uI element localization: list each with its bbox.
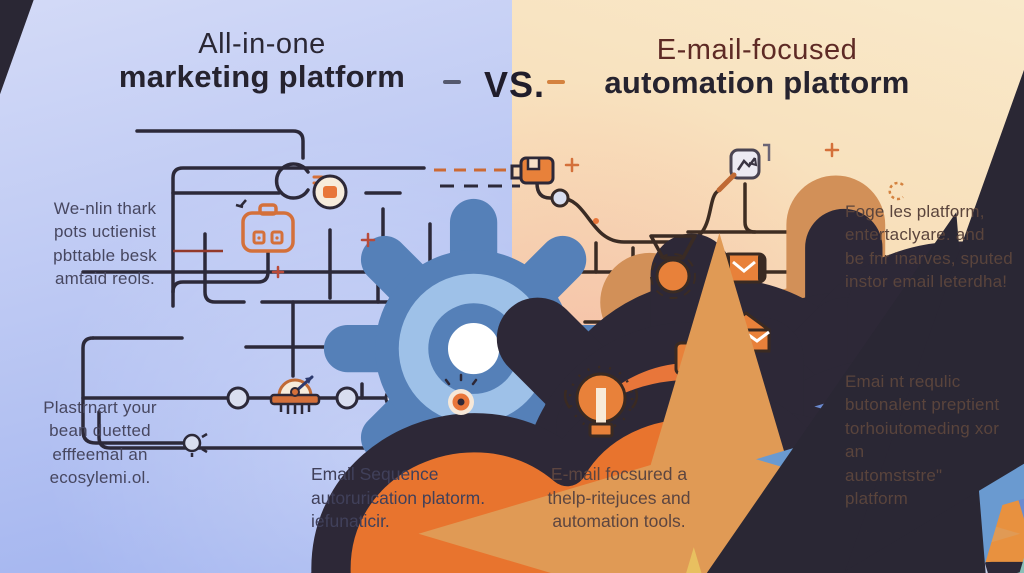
vs-label: VS. <box>484 64 546 105</box>
left-title-line2: marketing platform <box>118 59 406 95</box>
robot-browser-icon <box>235 199 295 253</box>
left-bottom-note: Plastrnart your bean duetted efffeemal a… <box>43 398 157 488</box>
right-title: E-mail-focused automation plattorm <box>577 34 937 101</box>
lightbulb-icon <box>563 365 639 438</box>
right-title-line2: automation plattorm <box>604 65 910 101</box>
funnel-icon <box>649 234 697 299</box>
left-top-note: We-nlin thark pots uctienist pbttable be… <box>53 199 157 289</box>
target-gear-icon <box>444 373 1024 573</box>
big-gear-icon <box>312 174 1024 573</box>
bottom-right-caption: E-mail focsured a thelp-ritejuces and au… <box>547 464 691 532</box>
left-title: All-in-one marketing platform <box>72 28 452 95</box>
dashed-c-mark <box>888 181 904 201</box>
right-title-line1: E-mail-focused <box>656 34 858 66</box>
right-bottom-note: Emai nt requlic butonalent preptient tor… <box>845 372 1000 509</box>
magnifier-chart-icon <box>716 143 771 193</box>
right-top-note: Foge les platform, entertaclyare. and be… <box>845 202 1013 292</box>
plus-marks <box>271 142 840 279</box>
bottom-left-caption: Email Sequence autorurication platorm. i… <box>311 464 486 532</box>
left-title-line1: All-in-one <box>198 28 326 60</box>
servo-icon <box>510 156 555 185</box>
wheel-gear-icon <box>593 218 1024 573</box>
radar-icon <box>269 375 321 414</box>
